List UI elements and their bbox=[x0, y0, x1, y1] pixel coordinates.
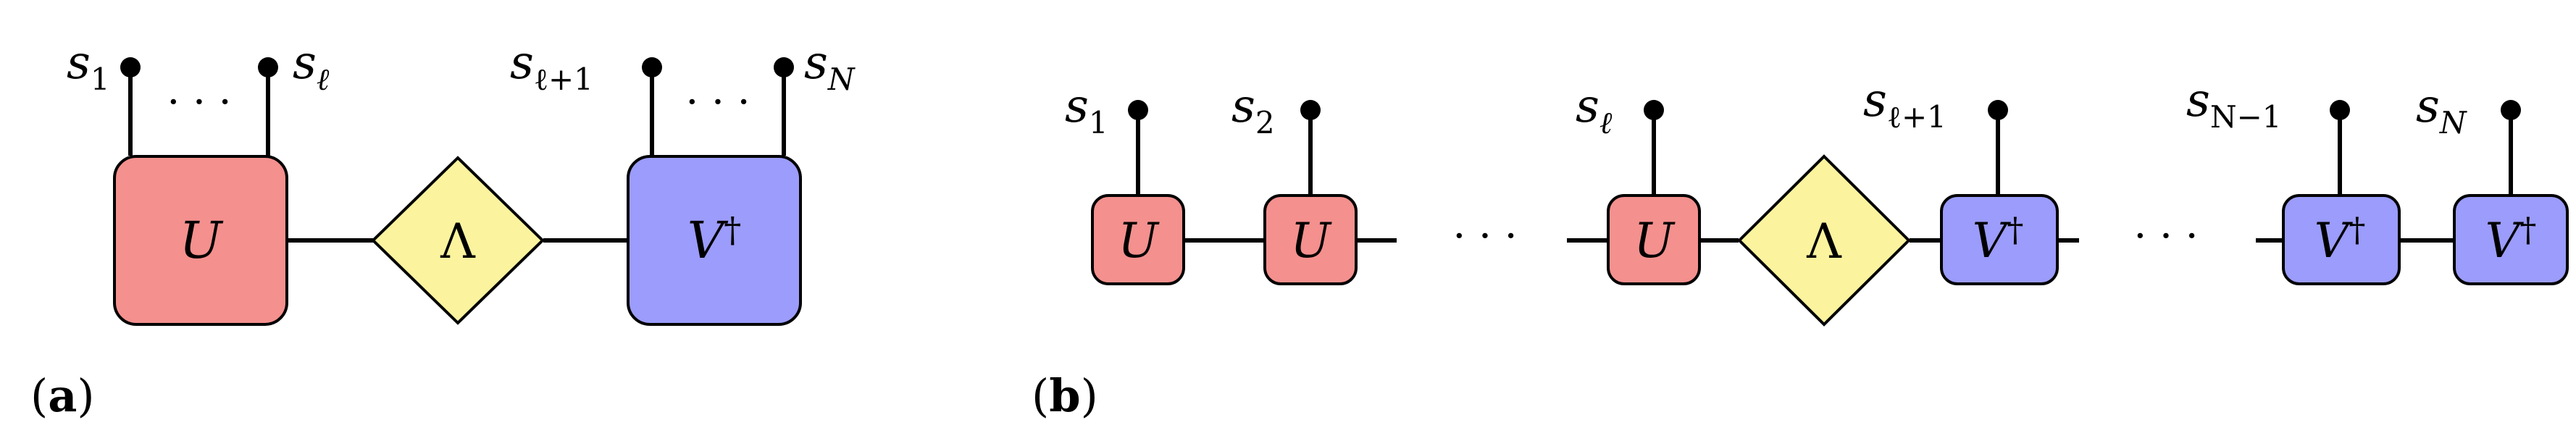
tensor-U-label: U bbox=[180, 211, 224, 270]
index-label-sl: sℓ bbox=[293, 36, 330, 97]
index-label-sN: sN bbox=[804, 36, 856, 97]
ellipsis-a-left: · · · bbox=[167, 79, 231, 126]
tensor-Vdagger-label: V† bbox=[2314, 210, 2366, 269]
panel-label-b: (b) bbox=[1032, 369, 1098, 422]
tensor-U-label: U bbox=[1634, 213, 1676, 269]
physical-site-dot bbox=[1300, 100, 1321, 120]
index-label-sN: sN bbox=[2416, 80, 2467, 140]
tensor-Vdagger-a bbox=[627, 155, 802, 326]
tensor-U-b2 bbox=[1263, 194, 1358, 285]
tensor-Lambda-b bbox=[1737, 154, 1911, 327]
panel-b: U U U Λ V† V† V† · · · · · · s1 s2 sℓ sℓ… bbox=[1032, 74, 2569, 422]
physical-site-dot bbox=[642, 57, 662, 77]
physical-site-dot bbox=[258, 57, 278, 77]
index-label-s2: s2 bbox=[1231, 80, 1275, 140]
tensor-U-bl bbox=[1607, 194, 1701, 285]
ellipsis-b-right: · · · bbox=[2133, 213, 2198, 260]
index-label-sN1: sN−1 bbox=[2186, 74, 2282, 135]
tensor-Lambda-label: Λ bbox=[1806, 214, 1842, 269]
physical-site-dot bbox=[1128, 100, 1148, 120]
tensor-Vdagger-label: V† bbox=[1973, 210, 2024, 269]
tensor-Vdagger-label: V† bbox=[687, 210, 742, 270]
ellipsis-a-right: · · · bbox=[685, 79, 750, 126]
physical-site-dot bbox=[2501, 100, 2521, 120]
index-label-sl1: sℓ+1 bbox=[1863, 74, 1946, 135]
index-label-s1: s1 bbox=[67, 36, 110, 97]
index-label-sl1: sℓ+1 bbox=[510, 36, 593, 97]
tensor-Vdagger-label: V† bbox=[2485, 210, 2537, 269]
tensor-U-label: U bbox=[1118, 213, 1160, 269]
tensor-U-label: U bbox=[1290, 213, 1332, 269]
physical-site-dot bbox=[1644, 100, 1664, 120]
tensor-Lambda-a bbox=[371, 156, 545, 325]
physical-site-dot bbox=[120, 57, 141, 77]
tensor-Lambda-label: Λ bbox=[440, 214, 476, 269]
physical-site-dot bbox=[1988, 100, 2008, 120]
index-label-sl: sℓ bbox=[1576, 80, 1613, 140]
ellipsis-b-left: · · · bbox=[1452, 213, 1517, 260]
index-label-s1: s1 bbox=[1065, 80, 1108, 140]
tensor-Vdagger-bN bbox=[2453, 194, 2569, 285]
panel-a: U Λ V† s1 sℓ sℓ+1 sN · · · · · · (a) bbox=[30, 36, 856, 422]
physical-site-dot bbox=[774, 57, 794, 77]
physical-site-dot bbox=[2330, 100, 2350, 120]
tensor-Vdagger-b2 bbox=[2282, 194, 2401, 285]
tensor-U-b1 bbox=[1091, 194, 1185, 285]
panel-label-a: (a) bbox=[30, 369, 95, 422]
tensor-U-a bbox=[113, 155, 288, 326]
tensor-Vdagger-b1 bbox=[1940, 194, 2059, 285]
